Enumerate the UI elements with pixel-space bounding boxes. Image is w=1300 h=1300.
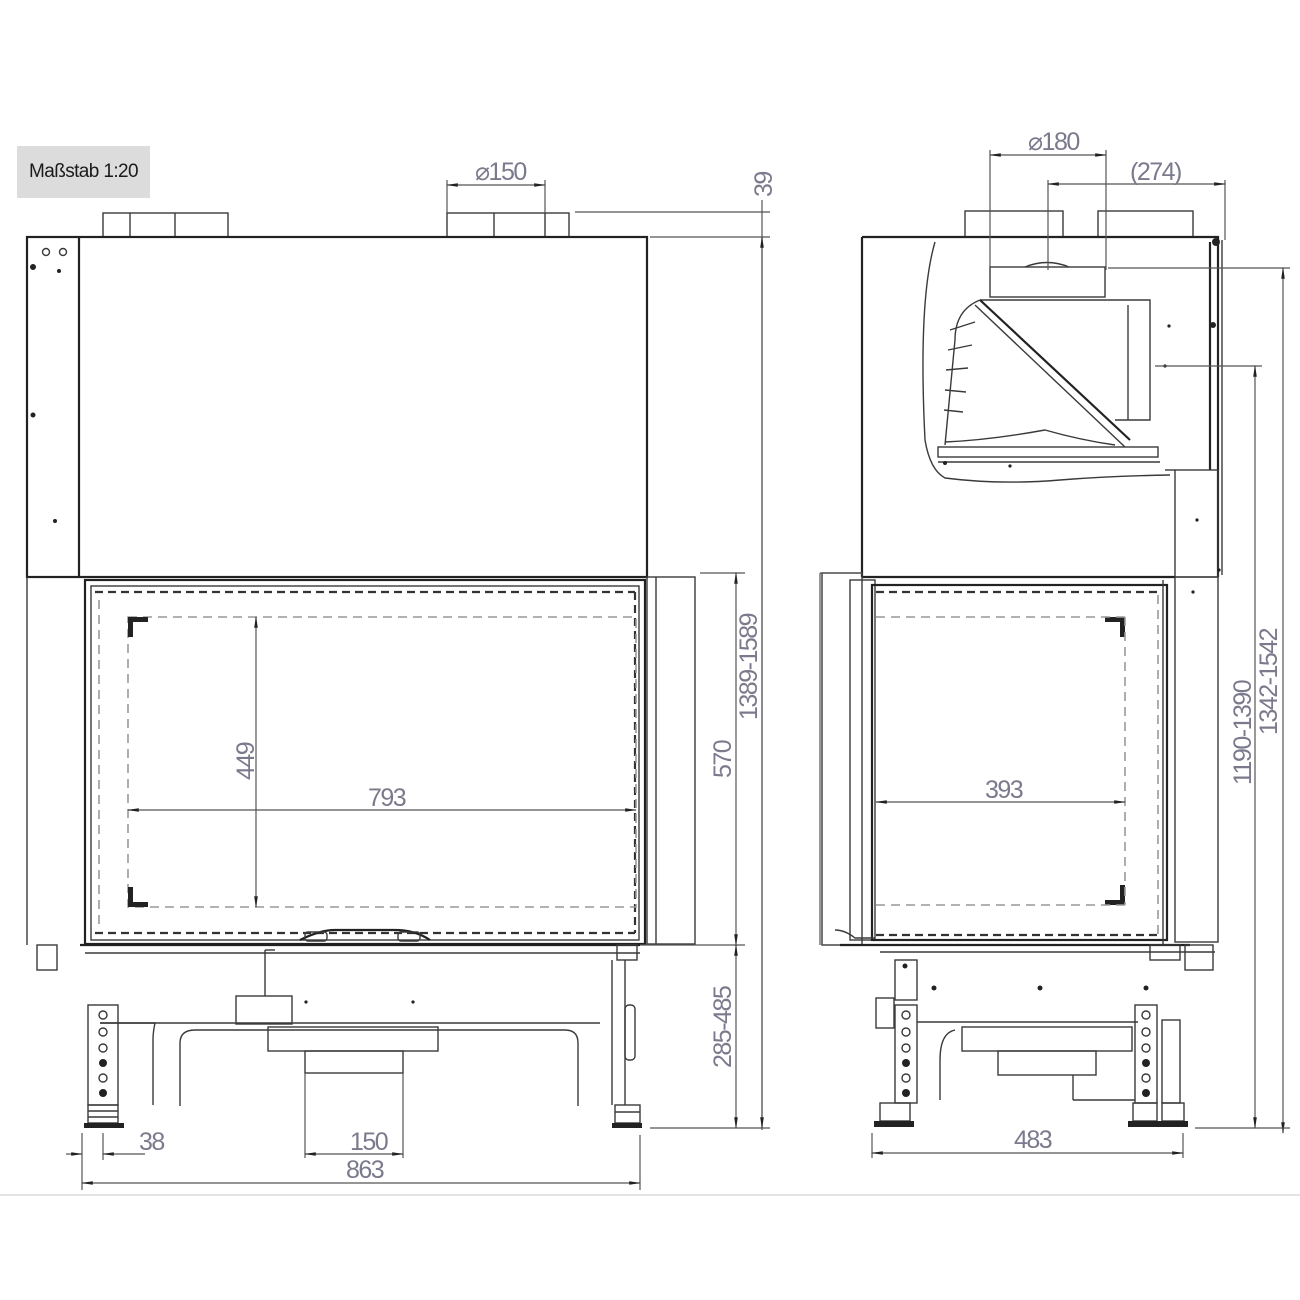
side-flue-offset-label: (274): [1130, 158, 1181, 186]
front-dimensions: ⌀150 39 1389-1589 570 285-485 449 793 38: [66, 158, 778, 1190]
side-glass-width-label: 393: [985, 776, 1023, 804]
front-view: [25, 212, 696, 1128]
side-view: [821, 210, 1223, 1127]
air-inlet-label: 150: [350, 1128, 388, 1156]
front-flue-diameter-label: ⌀150: [475, 158, 526, 186]
side-total-depth-label: 483: [1014, 1126, 1052, 1154]
front-top-offset-label: 39: [750, 172, 778, 197]
front-door-height-label: 570: [709, 740, 737, 778]
side-height-min-label: 1190-1390: [1229, 680, 1257, 785]
side-dimensions: ⌀180 (274) 1190-1390 1342-1542 393 483: [819, 128, 1290, 1158]
glass-width-label: 793: [368, 784, 406, 812]
side-height-max-label: 1342-1542: [1255, 628, 1283, 735]
scale-badge: Maßstab 1:20: [17, 146, 150, 198]
side-flue-diameter-label: ⌀180: [1028, 128, 1079, 156]
front-total-height-label: 1389-1589: [735, 613, 763, 720]
front-total-width-label: 863: [346, 1156, 384, 1184]
page-divider: [0, 1194, 1300, 1196]
front-leg-height-label: 285-485: [709, 986, 737, 1068]
glass-height-label: 449: [232, 742, 260, 780]
foot-offset-label: 38: [139, 1128, 164, 1156]
